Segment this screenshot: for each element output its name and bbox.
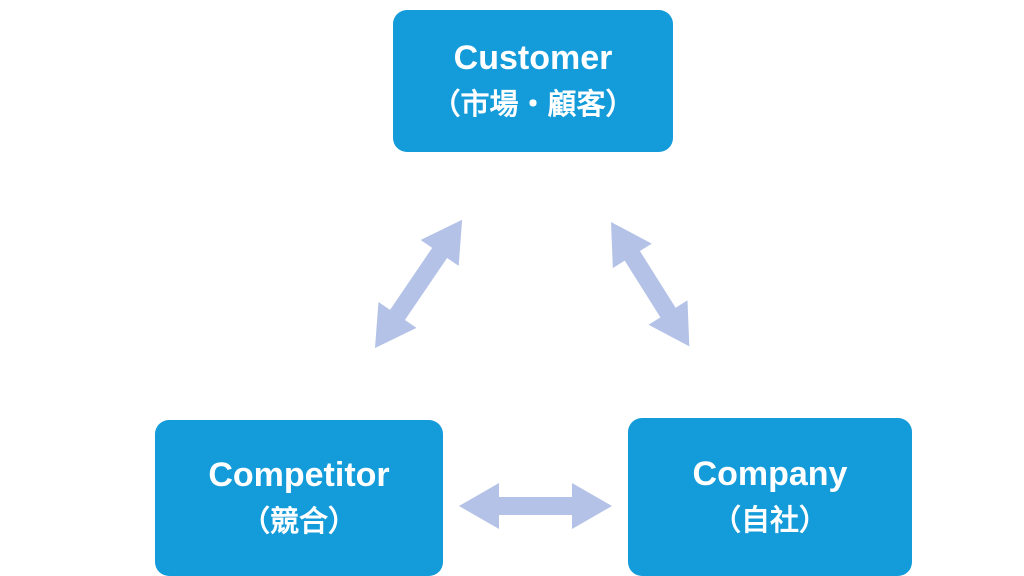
customer-company-arrow — [611, 222, 690, 347]
node-customer: Customer （市場・顧客） — [393, 10, 673, 152]
customer-competitor-arrow — [375, 219, 463, 348]
node-competitor-label: Competitor — [208, 456, 390, 495]
competitor-company-arrow — [459, 483, 612, 529]
node-customer-sublabel: （市場・顧客） — [431, 88, 635, 121]
node-company: Company （自社） — [628, 418, 912, 576]
node-company-label: Company — [692, 455, 848, 494]
node-competitor: Competitor （競合） — [155, 420, 443, 576]
node-company-sublabel: （自社） — [711, 504, 828, 537]
node-customer-label: Customer — [453, 39, 613, 78]
node-competitor-sublabel: （競合） — [240, 505, 357, 538]
